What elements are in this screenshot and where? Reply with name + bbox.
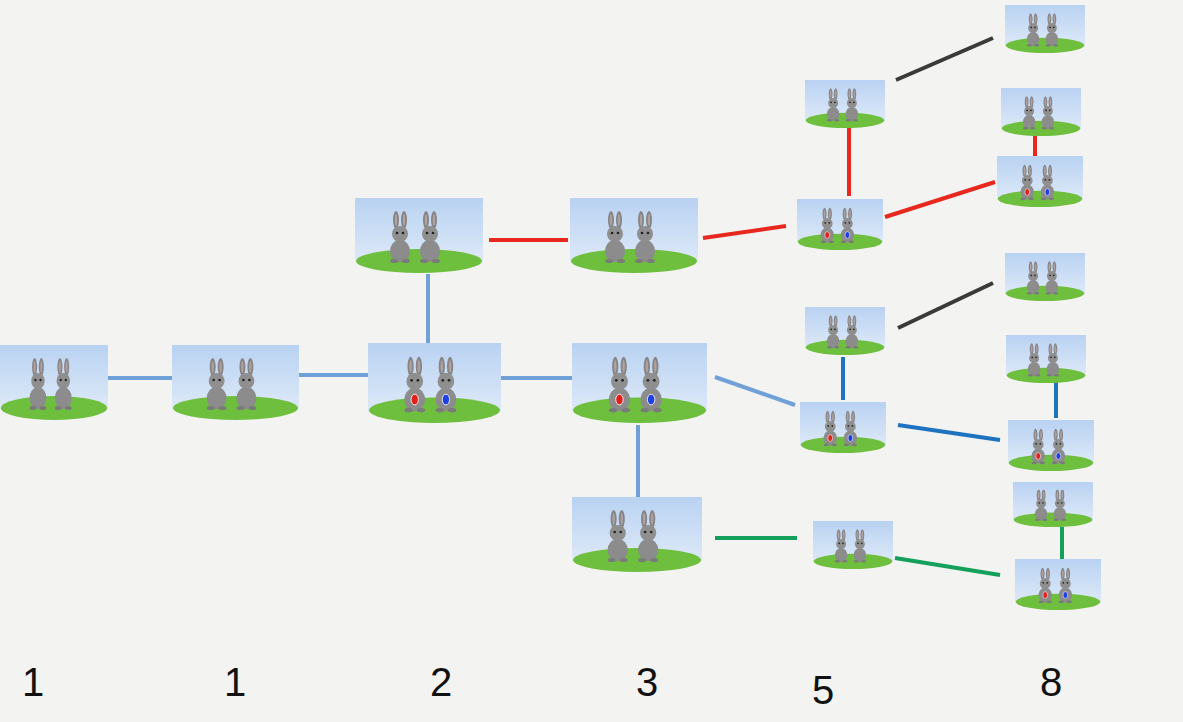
generation-count: 8 <box>1040 662 1062 702</box>
generation-count: 1 <box>22 662 44 702</box>
generation-count: 5 <box>812 670 834 710</box>
generation-count: 1 <box>224 662 246 702</box>
generation-count: 3 <box>636 662 658 702</box>
generation-count: 2 <box>430 662 452 702</box>
